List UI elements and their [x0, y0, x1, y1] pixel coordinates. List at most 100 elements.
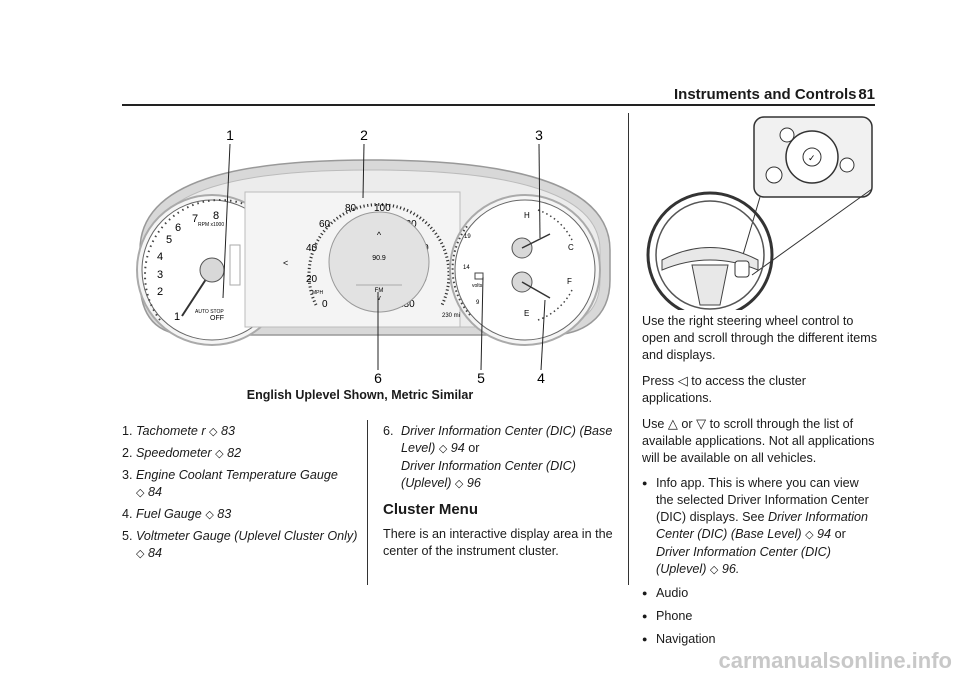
radio-frequency: 90.9 [372, 255, 386, 262]
item-title[interactable]: Engine Coolant Temperature Gauge [136, 468, 338, 482]
page-ref[interactable]: 94 [450, 441, 465, 455]
list-item: 6. Driver Information Center (DIC) (Base… [383, 423, 618, 493]
callout-6: 6 [374, 370, 382, 386]
speedo-tick: 80 [345, 203, 357, 214]
scroll-up-icon: △ [667, 416, 678, 431]
page-ref[interactable]: 82 [227, 446, 242, 460]
off-label: OFF [210, 315, 224, 322]
item-title[interactable]: Driver Information Center (DIC) (Base Le… [401, 424, 613, 455]
speedo-tick: 180 [398, 299, 415, 310]
volt-tick: 9 [476, 300, 480, 306]
down-chevron-icon: v [377, 295, 381, 302]
cross-ref-title[interactable]: Driver Information Center (DIC) (Base Le… [656, 510, 869, 541]
volt-label: volts [472, 283, 483, 289]
tach-tick: 5 [166, 234, 172, 246]
callout-list: 1. Tachomete r ◇ 83 2. Speedometer ◇ 82 … [122, 423, 358, 567]
callout-5: 5 [477, 370, 485, 386]
item-number: 2. [122, 446, 133, 460]
item-number: 5. [122, 529, 133, 543]
fuel-empty-label: E [524, 309, 529, 318]
fuel-full-label: F [567, 277, 572, 286]
select-check-icon: ✓ [808, 153, 816, 163]
page-ref[interactable]: 83 [217, 507, 232, 521]
odometer: 230 mi [442, 313, 460, 319]
up-chevron-icon: ^ [377, 230, 382, 240]
tach-tick: 4 [157, 251, 163, 263]
page-ref[interactable]: 84 [147, 485, 162, 499]
page-ref-icon: ◇ [136, 548, 145, 560]
list-item: 3. Engine Coolant Temperature Gauge ◇ 84 [122, 467, 358, 502]
list-item: 2. Speedometer ◇ 82 [122, 445, 358, 463]
press-paragraph: Press ◁ to access the cluster applicatio… [642, 372, 877, 407]
bullet-item: Audio [642, 585, 877, 602]
callout-1: 1 [226, 127, 234, 143]
item-number: 3. [122, 468, 133, 482]
callout-4: 4 [537, 370, 545, 386]
page-ref[interactable]: 96 [466, 476, 481, 490]
volt-tick: 14 [463, 265, 470, 271]
tach-tick: 1 [174, 311, 180, 323]
item-number: 1. [122, 424, 133, 438]
left-chevron-icon: < [283, 258, 288, 268]
scroll-text: to scroll through the list of available … [642, 417, 875, 465]
speedo-tick: 60 [319, 219, 331, 230]
radio-band: FM [375, 288, 384, 294]
middle-column: 6. Driver Information Center (DIC) (Base… [383, 423, 618, 568]
section-heading: Cluster Menu [383, 501, 479, 518]
auto-stop-label: AUTO STOP [195, 309, 224, 315]
right-column: Use the right steering wheel control to … [642, 313, 877, 654]
callout-3: 3 [535, 127, 543, 143]
watermark: carmanualsonline.info [718, 648, 953, 673]
speedometer: 0 20 40 60 80 100 120 140 160 180 MPH ^ … [283, 203, 460, 313]
page-ref-icon: ◇ [438, 443, 448, 455]
item-number: 4. [122, 507, 133, 521]
bullet-text: Info app. This is where you can view the… [656, 476, 869, 524]
tach-tick: 6 [175, 222, 181, 234]
speedo-unit: MPH [312, 290, 324, 296]
page-ref[interactable]: 84 [147, 546, 162, 560]
cross-ref-title[interactable]: Driver Information Center (DIC) (Uplevel… [656, 545, 831, 576]
scroll-paragraph: Use △ or ▽ to scroll through the list of… [642, 415, 877, 467]
item-title[interactable]: Fuel Gauge [136, 507, 202, 521]
scroll-down-icon: ▽ [696, 416, 707, 431]
page-ref-icon: ◇ [136, 487, 145, 499]
tach-tick: 8 [213, 210, 219, 222]
column-rule-2 [628, 113, 629, 585]
page-ref[interactable]: 83 [221, 424, 236, 438]
press-text-end: to access the cluster applications. [642, 374, 806, 405]
tach-tick: 3 [157, 269, 163, 281]
page-ref-icon: ◇ [205, 509, 214, 521]
tach-tick: 2 [157, 286, 163, 298]
speedo-tick: 0 [322, 299, 328, 310]
page-ref-icon: ◇ [709, 564, 719, 576]
item-number: 6. [383, 424, 394, 438]
tach-tick: 7 [192, 213, 198, 225]
temp-cold-label: C [568, 243, 574, 252]
page-ref[interactable]: 94 [817, 527, 832, 541]
steering-wheel-figure: ✓ [646, 116, 873, 310]
or-text: or [834, 527, 846, 541]
item-title[interactable]: Voltmeter Gauge (Uplevel Cluster Only) [136, 529, 358, 543]
body-paragraph: Use the right steering wheel control to … [642, 314, 877, 362]
item-title[interactable]: Speedometer [136, 446, 212, 460]
cluster-app-button-icon: ◁ [677, 373, 688, 388]
section-title: Instruments and Controls [674, 86, 857, 103]
page-ref[interactable]: 96. [721, 562, 740, 576]
page-ref-icon: ◇ [209, 426, 218, 438]
item-title[interactable]: Driver Information Center (DIC) (Uplevel… [401, 459, 576, 490]
column-rule-1 [367, 420, 368, 585]
page-ref-icon: ◇ [805, 529, 814, 541]
page-ref-icon: ◇ [215, 448, 224, 460]
bullet-item: Info app. This is where you can view the… [642, 475, 877, 579]
tach-units: RPM x1000 [198, 222, 224, 228]
instrument-cluster-figure: 1 2 3 6 5 4 1 2 3 4 5 6 7 8 RPM x1000 AU… [136, 127, 611, 386]
or-text: or [468, 441, 480, 455]
bullet-item: Navigation [642, 631, 877, 648]
bullet-item: Phone [642, 608, 877, 625]
press-text: Press [642, 374, 675, 388]
callout-2: 2 [360, 127, 368, 143]
page-number: 81 [858, 86, 875, 103]
or-text: or [681, 417, 693, 431]
item-title[interactable]: Tachomete r [136, 424, 206, 438]
list-item: 1. Tachomete r ◇ 83 [122, 423, 358, 441]
